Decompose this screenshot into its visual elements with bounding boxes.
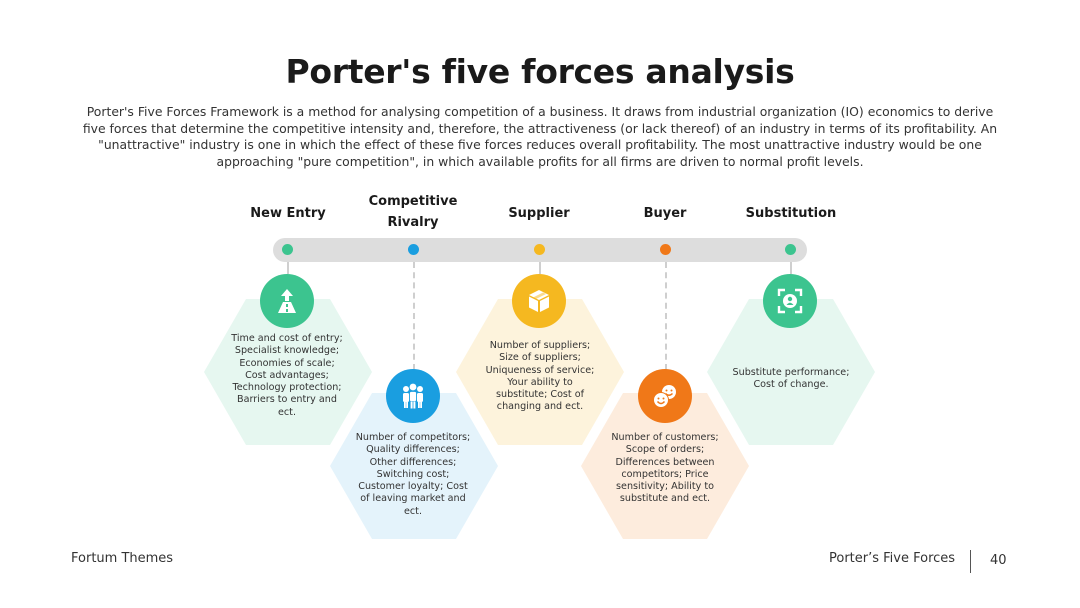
footer-brand: Fortum Themes xyxy=(71,551,174,566)
timeline-dot-new-entry xyxy=(282,244,293,255)
force-description-new-entry: Time and cost of entry; Specialist knowl… xyxy=(231,333,343,418)
connector-buyer xyxy=(665,262,667,370)
connector-substitution xyxy=(790,262,792,274)
people-group-icon xyxy=(386,369,440,423)
force-label-new-entry: New Entry xyxy=(250,206,326,221)
page-number: 40 xyxy=(990,553,1007,568)
force-description-buyer: Number of customers; Scope of orders; Di… xyxy=(611,432,719,505)
force-description-supplier: Number of suppliers; Size of suppliers; … xyxy=(485,340,595,413)
force-label-competitive-rivalry: Competitive Rivalry xyxy=(368,194,458,230)
connector-supplier xyxy=(539,262,541,274)
smiling-faces-icon xyxy=(638,369,692,423)
page-title: Porter's five forces analysis xyxy=(285,52,795,91)
road-up-arrow-icon xyxy=(260,274,314,328)
footer-divider xyxy=(970,550,971,573)
force-description-competitive-rivalry: Number of competitors; Quality differenc… xyxy=(355,432,471,517)
timeline-dot-competitive-rivalry xyxy=(408,244,419,255)
connector-new-entry xyxy=(287,262,289,274)
force-label-substitution: Substitution xyxy=(745,206,837,221)
timeline-dot-buyer xyxy=(660,244,671,255)
force-label-supplier: Supplier xyxy=(508,206,570,221)
package-box-icon xyxy=(512,274,566,328)
timeline-dot-supplier xyxy=(534,244,545,255)
timeline-dot-substitution xyxy=(785,244,796,255)
connector-competitive-rivalry xyxy=(413,262,415,370)
intro-paragraph: Porter's Five Forces Framework is a meth… xyxy=(82,104,998,169)
force-description-substitution: Substitute performance; Cost of change. xyxy=(732,367,850,391)
footer-section-title: Porter’s Five Forces xyxy=(829,551,956,566)
focus-user-icon xyxy=(763,274,817,328)
force-label-buyer: Buyer xyxy=(643,206,687,221)
